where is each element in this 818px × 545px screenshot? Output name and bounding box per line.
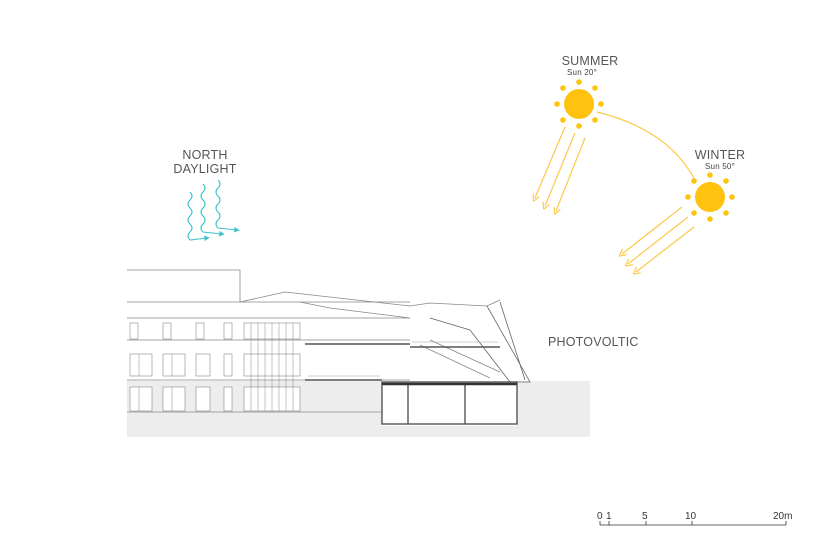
- building-section: [127, 269, 531, 425]
- summer-sun-icon: [554, 79, 604, 129]
- summer-title: SUMMER: [561, 54, 619, 68]
- north-label-line2: DAYLIGHT: [173, 162, 237, 176]
- scale-tick-1: 1: [606, 511, 612, 522]
- north-daylight-label: NORTH DAYLIGHT: [165, 148, 245, 176]
- scale-tick-0: 0: [597, 511, 603, 522]
- summer-label: SUMMER Sun 20°: [550, 54, 630, 77]
- summer-sun-rays: [535, 126, 586, 211]
- scale-tick-5: 5: [642, 511, 648, 522]
- north-label-line1: NORTH: [182, 148, 228, 162]
- scale-bar: [599, 521, 787, 526]
- sun-path-arc: [596, 111, 697, 183]
- winter-subtitle: Sun 50°: [705, 162, 735, 171]
- summer-subtitle: Sun 20°: [567, 68, 597, 77]
- winter-label: WINTER Sun 50°: [680, 148, 760, 171]
- winter-title: WINTER: [694, 148, 746, 162]
- north-daylight-arrows: [187, 179, 240, 242]
- winter-sun-icon: [685, 172, 735, 222]
- scale-tick-10: 10: [685, 511, 697, 522]
- photovoltic-label: PHOTOVOLTIC: [548, 335, 639, 349]
- winter-sun-rays: [622, 206, 695, 272]
- scale-tick-20m: 20m: [773, 511, 793, 522]
